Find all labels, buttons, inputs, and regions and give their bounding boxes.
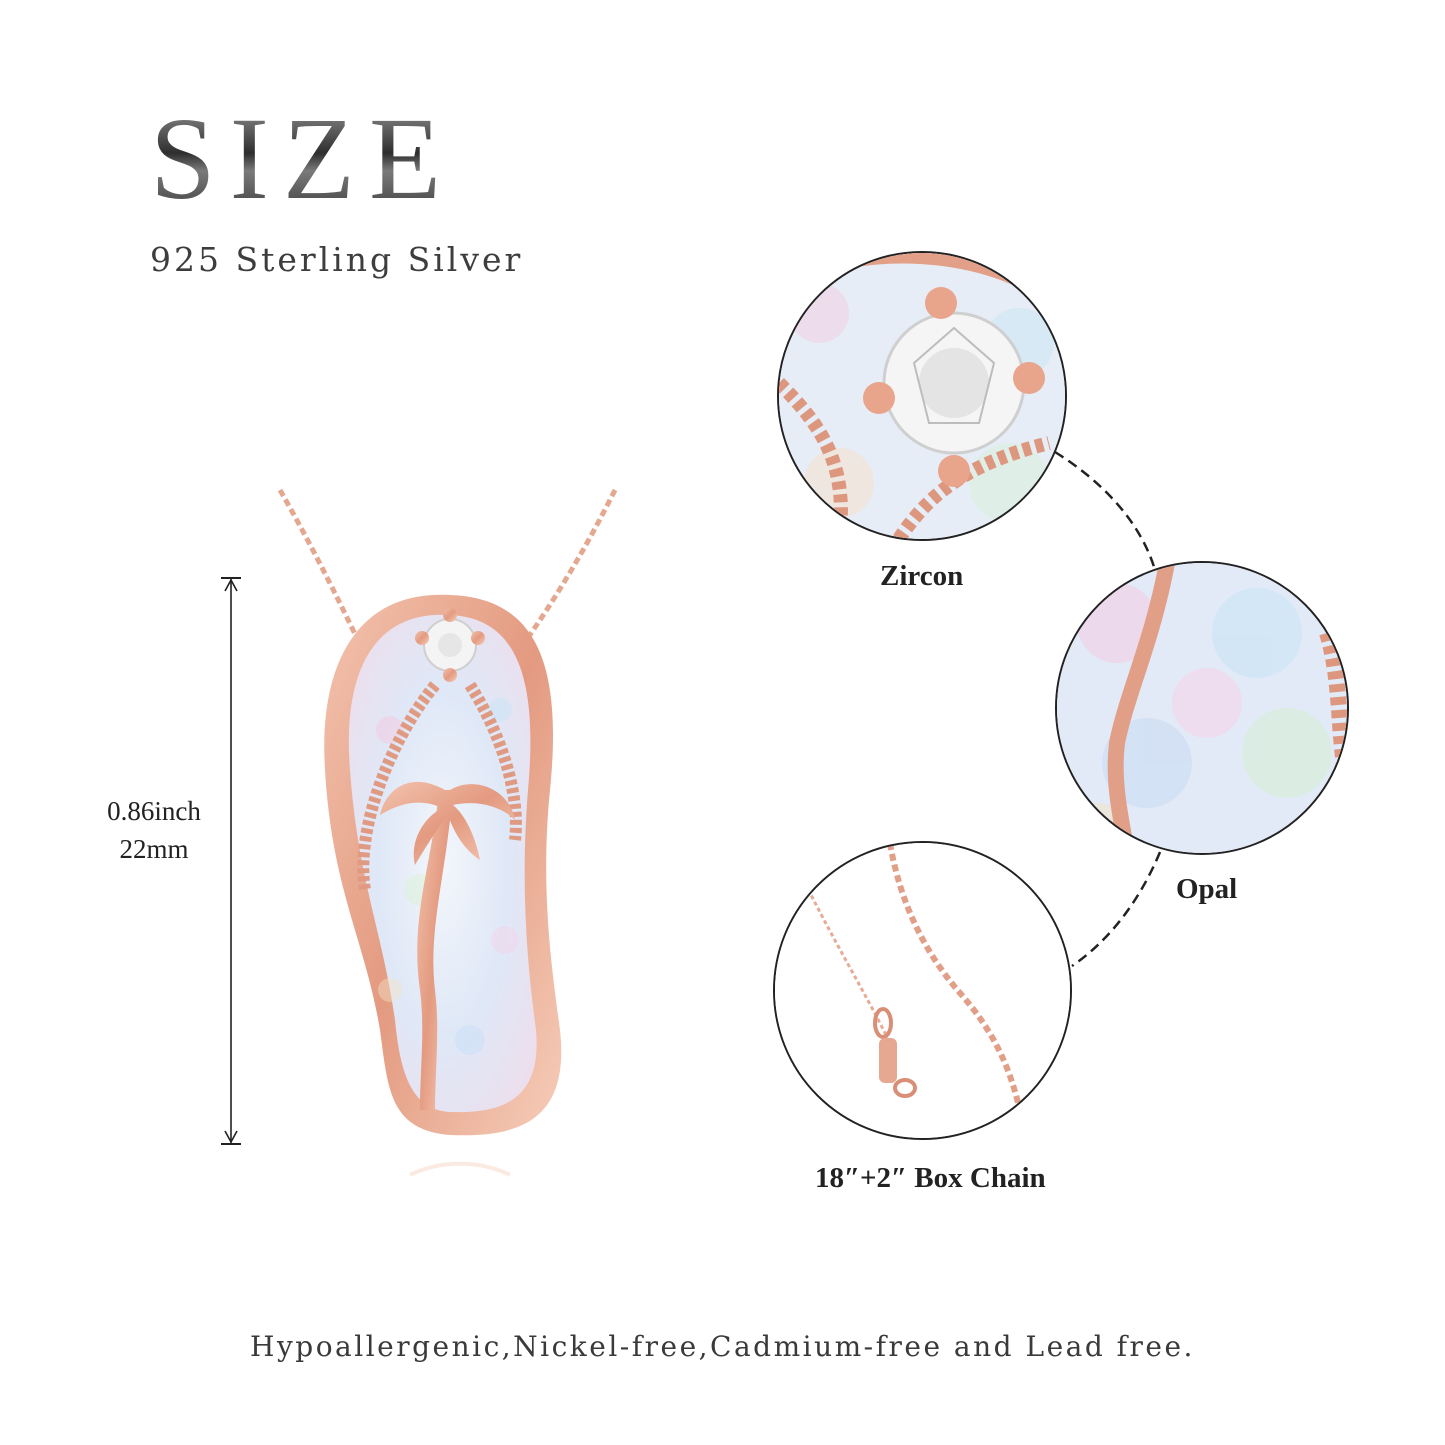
footer-note: Hypoallergenic,Nickel-free,Cadmium-free … [250,1330,1195,1363]
dimension-mm: 22mm [119,834,189,864]
dimension-inch: 0.86inch [107,796,201,826]
page-title: SIZE [150,93,456,224]
chain-closeup [775,843,1070,1138]
material-subtitle: 925 Sterling Silver [150,240,524,279]
palm-trunk [417,800,452,1110]
dimension-arrow-graphic [221,577,241,1145]
chain-detail-circle [773,841,1072,1140]
zircon-closeup [779,253,1065,539]
strap-left [357,681,440,891]
opal-label: Opal [1176,873,1238,905]
chain-label: 18″+2″ Box Chain [815,1162,1046,1194]
strap-right [464,681,522,841]
zircon-label: Zircon [880,560,964,592]
opal-closeup [1057,563,1347,853]
opal-detail-circle [1055,561,1349,855]
dimension-label: 0.86inch 22mm [92,792,216,868]
zircon-detail-circle [777,251,1067,541]
palm-leaves [380,781,515,865]
pendant-image [277,488,618,1177]
